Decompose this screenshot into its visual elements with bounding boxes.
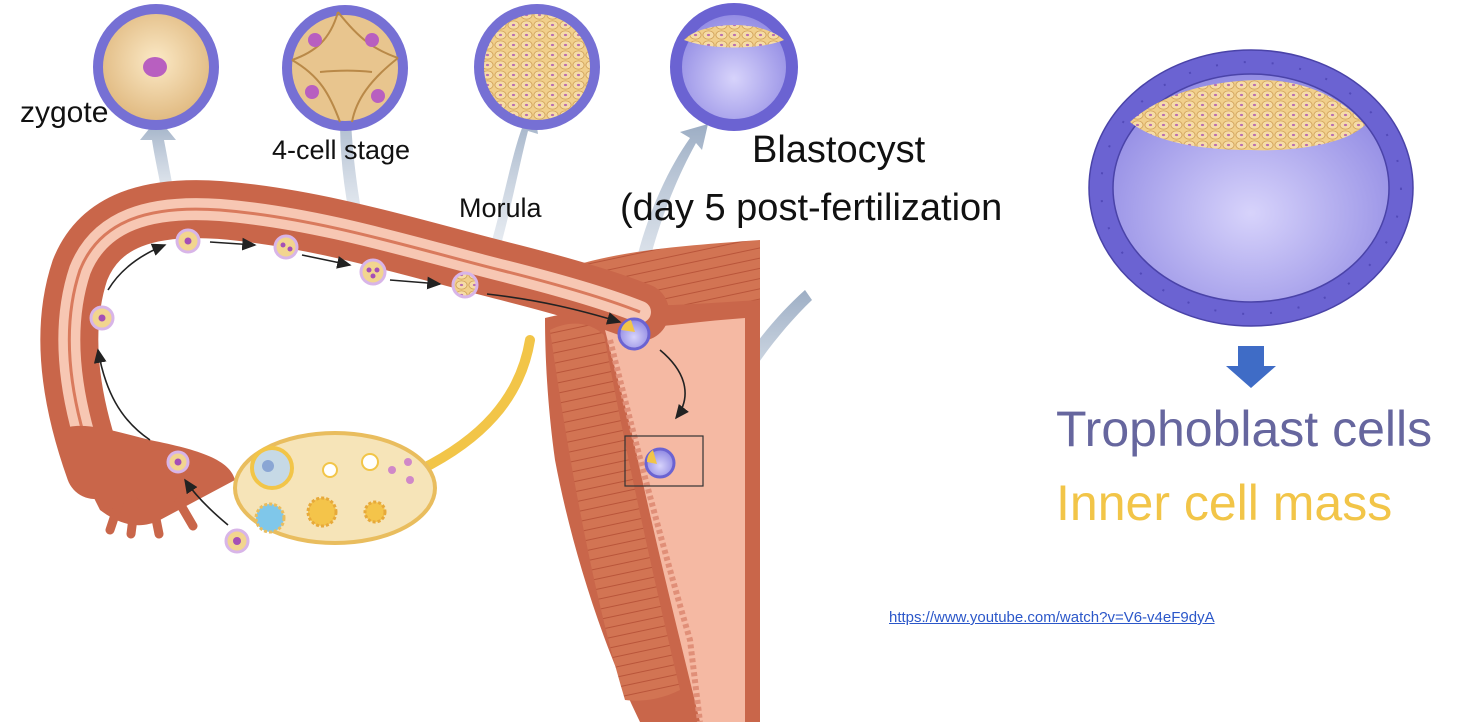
callout-arrow-morula	[484, 108, 538, 268]
stage-zygote-cell	[93, 4, 219, 130]
label-blastocyst: Blastocyst	[752, 129, 926, 171]
fimbriae	[60, 425, 235, 539]
youtube-link[interactable]: https://www.youtube.com/watch?v=V6-v4eF9…	[889, 609, 1215, 626]
ovary	[233, 431, 437, 545]
stage-morula-cell	[474, 4, 600, 130]
stage-4cell-cell	[282, 5, 408, 131]
tube-embryos	[89, 228, 651, 474]
arrow-down-icon	[1226, 346, 1276, 388]
label-blastocyst-day: (day 5 post-fertilization	[620, 188, 1003, 229]
label-morula: Morula	[459, 193, 542, 223]
label-4-cell-stage: 4-cell stage	[272, 135, 411, 165]
label-inner-cell-mass: Inner cell mass	[1056, 475, 1393, 531]
label-zygote: zygote	[20, 96, 109, 129]
ovarian-ligament	[415, 335, 535, 475]
uterus-muscle	[550, 323, 680, 701]
implantation-box	[624, 435, 704, 487]
stage-blastocyst-cell	[670, 3, 798, 131]
blastocyst-enlarged	[1088, 49, 1414, 327]
uterus-lining	[605, 318, 745, 722]
label-trophoblast-cells: Trophoblast cells	[1056, 401, 1433, 457]
